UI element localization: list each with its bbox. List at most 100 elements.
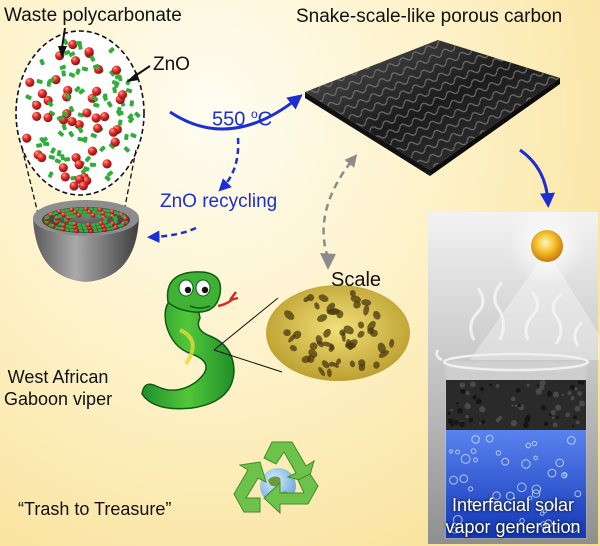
crucible-bead <box>113 224 119 230</box>
water-bubble <box>542 509 547 514</box>
carbon-grain <box>571 424 575 428</box>
zno-particle <box>75 68 81 75</box>
polycarbonate-particle <box>22 133 32 143</box>
carbon-grain <box>479 406 486 413</box>
polycarbonate-particle <box>78 181 88 191</box>
zno-particle <box>47 171 54 178</box>
zno-particle <box>61 123 67 131</box>
crucible-bead <box>104 224 109 228</box>
application-arrow <box>519 148 555 208</box>
polycarbonate-particle <box>68 39 78 50</box>
carbon-grain <box>479 386 485 391</box>
zno-particle <box>36 78 43 85</box>
carbon-grain <box>539 380 546 386</box>
zno-particle <box>82 136 88 143</box>
water-bubble <box>540 521 548 529</box>
zno-particle <box>114 81 120 88</box>
carbon-grain <box>450 423 454 427</box>
scale-pore <box>350 295 362 303</box>
zno-particle <box>62 111 69 118</box>
water-bubble <box>493 501 499 506</box>
water-bubble <box>485 434 494 443</box>
crucible-bead <box>123 216 129 222</box>
water-bubble <box>448 449 454 454</box>
crucible-bead <box>100 211 106 216</box>
carbon-grain <box>552 391 559 398</box>
zno-particle <box>81 66 89 72</box>
scale-pore <box>321 341 332 347</box>
crucible-bead <box>97 207 103 213</box>
porous-carbon-sheet <box>305 40 560 176</box>
carbon-grain <box>450 408 454 412</box>
scale-pore <box>361 299 372 306</box>
sun-icon <box>531 230 563 262</box>
carbon-grain <box>475 398 482 405</box>
water-bubble <box>505 491 515 501</box>
zno-particle <box>89 55 96 62</box>
zno-particle <box>75 41 82 46</box>
carbon-grain <box>577 391 583 396</box>
crucible-bead <box>116 224 121 228</box>
water-bubble <box>460 454 471 464</box>
zno-particle <box>65 93 71 100</box>
water-bubble <box>471 435 480 444</box>
carbon-grain <box>554 404 562 411</box>
crucible-bead <box>113 211 118 215</box>
zno-particle <box>50 147 56 154</box>
crucible-bead <box>90 212 96 218</box>
zno-recycling-label: ZnO recycling <box>160 191 278 212</box>
scale-pore <box>349 289 356 297</box>
polycarbonate-particle <box>67 116 77 127</box>
scale-relation-arrow <box>322 154 358 259</box>
water-bubble <box>533 455 538 461</box>
zno-particle <box>92 63 100 70</box>
polycarbonate-particle <box>58 163 68 173</box>
zno-particle <box>54 158 62 164</box>
crucible-bead <box>69 215 74 219</box>
recycle-arrow-left <box>147 226 197 243</box>
zno-particle <box>25 94 32 100</box>
zno-particle <box>90 132 97 139</box>
zno-particle <box>123 146 130 153</box>
carbon-grain <box>459 382 466 388</box>
zno-particle <box>128 116 135 124</box>
waste-polycarbonate-label: Waste polycarbonate <box>4 5 182 26</box>
carbon-grain <box>510 396 516 402</box>
polycarbonate-particle <box>111 65 122 75</box>
water-bubble <box>566 435 576 445</box>
solar-vapor-label-line2: vapor generation <box>445 517 581 537</box>
scale-pore <box>321 360 330 369</box>
zno-particle <box>43 141 50 147</box>
polycarbonate-particle <box>100 112 110 122</box>
crucible-bead <box>98 215 103 219</box>
scale-pore <box>314 302 320 310</box>
carbon-grain <box>575 420 580 425</box>
particle-field <box>22 38 141 191</box>
polycarbonate-particle <box>69 181 79 191</box>
zno-particle <box>106 101 113 108</box>
carbon-grain <box>578 400 586 407</box>
polycarbonate-particle <box>51 75 61 85</box>
scale-pore <box>292 330 302 340</box>
carbon-grain <box>547 390 551 394</box>
water-bubble <box>455 449 461 455</box>
crucible-bead <box>81 223 86 227</box>
recycle-arrow-down <box>218 137 240 192</box>
zoom-line-right <box>121 149 137 223</box>
polycarbonate-particle <box>37 89 47 99</box>
beaker-icon <box>435 349 590 539</box>
carbon-grain <box>495 418 500 423</box>
carbon-grain <box>573 415 577 419</box>
scale-zoom-line-bottom <box>213 349 283 373</box>
crucible-bead <box>93 229 98 233</box>
crucible-bead <box>69 221 74 225</box>
scale-pore <box>283 329 291 337</box>
scale-pore <box>317 314 328 322</box>
zoom-line-left <box>21 147 41 223</box>
crucible-bead <box>61 212 66 218</box>
crucible-bead <box>93 207 98 211</box>
carbon-grain <box>460 388 466 395</box>
crucible-bead <box>74 207 79 211</box>
carbon-grain <box>489 383 493 387</box>
